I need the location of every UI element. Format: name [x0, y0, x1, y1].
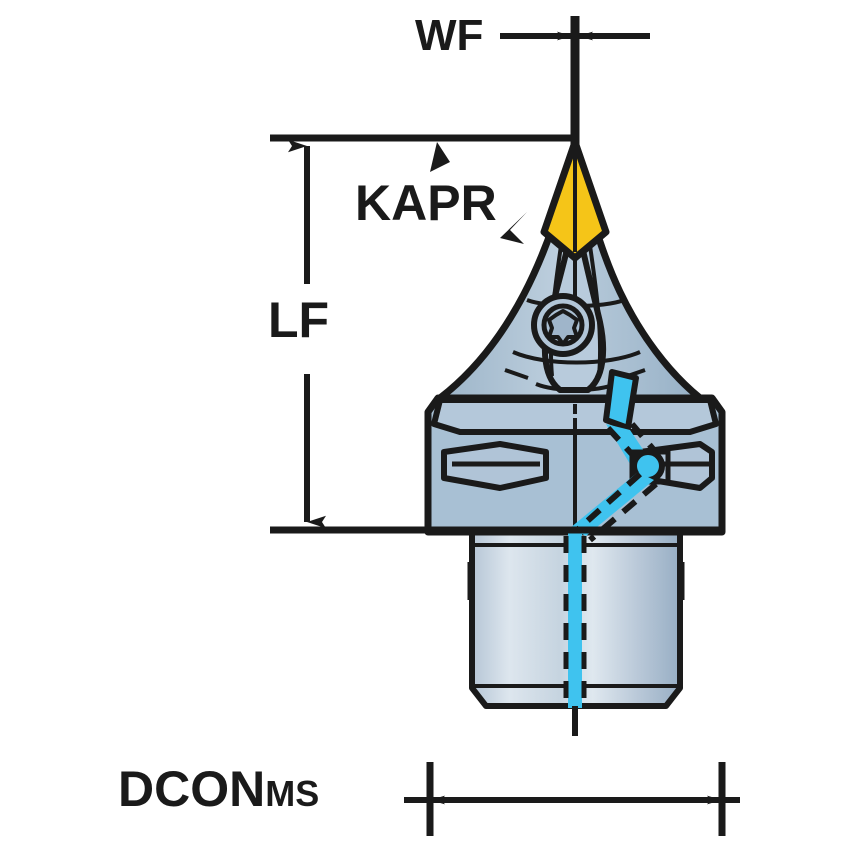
- dcon-subscript-text: MS: [265, 773, 320, 814]
- dimension-label-wf: WF: [415, 11, 484, 60]
- dimension-wf: [500, 16, 650, 150]
- reference-lines: [270, 134, 722, 534]
- tool-body-block: [424, 394, 726, 536]
- dimension-label-kapr: KAPR: [355, 175, 497, 231]
- dcon-main-text: DCON: [118, 761, 266, 817]
- coolant-bore-shank: [563, 532, 587, 736]
- dimension-kapr: [430, 142, 527, 244]
- coolant-channel: [568, 369, 671, 543]
- cutting-insert: [540, 138, 610, 262]
- dimension-label-lf: LF: [268, 292, 330, 348]
- dimension-dcon: [404, 762, 740, 836]
- clamp-screw: [531, 293, 595, 357]
